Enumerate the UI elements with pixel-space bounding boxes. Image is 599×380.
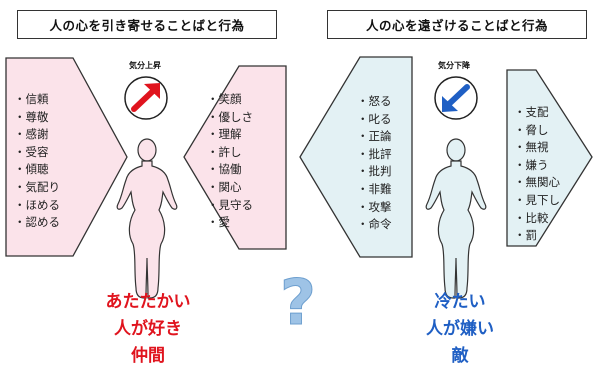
- list-item: 許し: [207, 144, 253, 162]
- list-item: 支配: [514, 104, 560, 122]
- left-panel-title: 人の心を引き寄せることばと行為: [17, 10, 277, 39]
- list-item: 非難: [357, 181, 392, 199]
- list-item: 理解: [207, 126, 253, 144]
- right-outgoing-arrow-shape: [299, 56, 413, 258]
- right-actions-list: 支配 脅し 無視 嫌う 無関心 見下し 比較 罰: [514, 104, 561, 245]
- right-panel-title: 人の心を遠ざけることばと行為: [327, 10, 587, 39]
- list-item: 罰: [514, 227, 560, 245]
- right-result-line: 冷たい: [434, 292, 486, 312]
- left-result-text: あたたかい 人が好き 仲間: [73, 289, 223, 370]
- list-item: 気配り: [14, 179, 61, 197]
- list-item: 笑顔: [207, 91, 253, 109]
- list-item: 尊敬: [14, 109, 60, 127]
- list-item: 優しさ: [207, 109, 254, 127]
- down-arrow-icon: [442, 84, 470, 112]
- list-item: 攻撃: [357, 199, 392, 217]
- left-result-line: あたたかい: [105, 292, 191, 312]
- up-arrow-icon: [131, 83, 160, 112]
- list-item: 批判: [357, 163, 392, 181]
- woman-figure-icon-right: [425, 138, 487, 299]
- mood-up-label: 気分上昇: [129, 61, 161, 70]
- list-item: 信頼: [14, 91, 60, 109]
- right-result-line: 敵: [451, 346, 469, 366]
- list-item: 嫌う: [514, 157, 560, 175]
- list-item: 批評: [357, 146, 392, 164]
- list-item: 無視: [514, 139, 560, 157]
- list-item: 見下し: [514, 192, 561, 210]
- list-item: 命令: [357, 216, 392, 234]
- question-mark-icon: ?: [280, 266, 316, 339]
- right-words-list: 怒る 叱る 正論 批評 批判 非難 攻撃 命令: [357, 93, 392, 234]
- list-item: 傾聴: [14, 161, 60, 179]
- left-actions-list: 笑顔 優しさ 理解 許し 協働 関心 見守る 愛: [207, 91, 254, 232]
- left-result-line: 人が好き: [114, 319, 182, 339]
- list-item: 叱る: [357, 111, 392, 129]
- list-item: 脅し: [514, 122, 560, 140]
- right-result-text: 冷たい 人が嫌い 敵: [395, 289, 525, 370]
- list-item: ほめる: [14, 197, 61, 215]
- left-result-line: 仲間: [131, 346, 165, 366]
- mood-down-label: 気分下降: [438, 61, 470, 70]
- woman-figure-icon-left: [116, 138, 178, 299]
- list-item: 比較: [514, 210, 560, 228]
- list-item: 認める: [14, 214, 61, 232]
- list-item: 愛: [207, 214, 253, 232]
- list-item: 怒る: [357, 93, 392, 111]
- list-item: 正論: [357, 128, 392, 146]
- list-item: 見守る: [207, 197, 254, 215]
- list-item: 関心: [207, 179, 253, 197]
- list-item: 無関心: [514, 174, 561, 192]
- left-words-list: 信頼 尊敬 感謝 受容 傾聴 気配り ほめる 認める: [14, 91, 61, 232]
- list-item: 協働: [207, 161, 253, 179]
- list-item: 受容: [14, 144, 60, 162]
- list-item: 感謝: [14, 126, 60, 144]
- right-result-line: 人が嫌い: [426, 319, 494, 339]
